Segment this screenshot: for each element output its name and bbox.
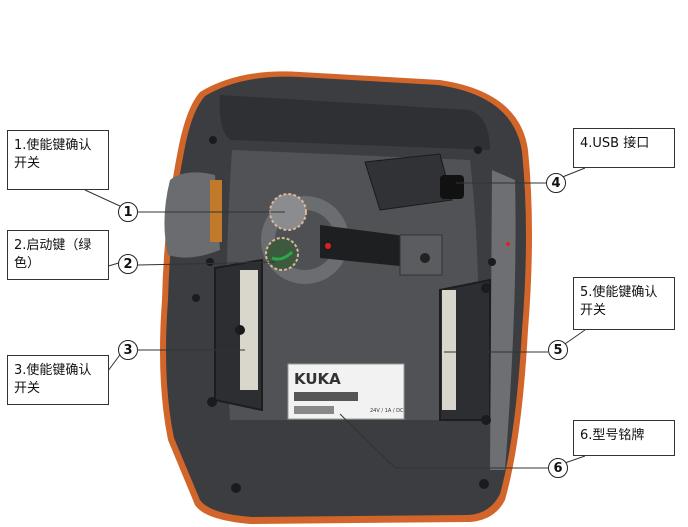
nameplate-small-text [294, 406, 334, 414]
usb-connector [440, 175, 464, 199]
nameplate-brand: KUKA [294, 370, 341, 388]
enable-switch-left [240, 270, 258, 390]
marker-3: 3 [118, 340, 138, 360]
left-strap [164, 172, 220, 258]
screws [192, 136, 496, 493]
callout-5: 5.使能键确认 开关 [573, 277, 675, 330]
enable-switch-right [442, 290, 456, 410]
top-bumper [219, 95, 490, 150]
left-strap-accent [210, 180, 222, 242]
marker-6: 6 [548, 458, 568, 478]
red-dot-right [506, 242, 510, 246]
usb-housing [364, 153, 453, 211]
marker-1: 1 [118, 202, 138, 222]
nameplate-voltage: 24V / 1A / DC [370, 408, 404, 414]
red-indicator [325, 243, 331, 249]
callout-4: 4.USB 接口 [573, 128, 675, 168]
callout-1: 1.使能键确认 开关 [7, 130, 109, 190]
cable [320, 225, 420, 268]
start-key-green [265, 237, 299, 271]
connector-screw [420, 253, 430, 263]
marker-2: 2 [118, 254, 138, 274]
marker-4: 4 [546, 173, 566, 193]
marker-5: 5 [548, 340, 568, 360]
nameplate-barcode [294, 392, 358, 401]
callout-2: 2.启动键（绿 色） [7, 230, 109, 280]
start-key-green-mark [271, 250, 294, 261]
callout-3: 3.使能键确认 开关 [7, 355, 109, 405]
callout-6: 6.型号铭牌 [573, 420, 675, 456]
